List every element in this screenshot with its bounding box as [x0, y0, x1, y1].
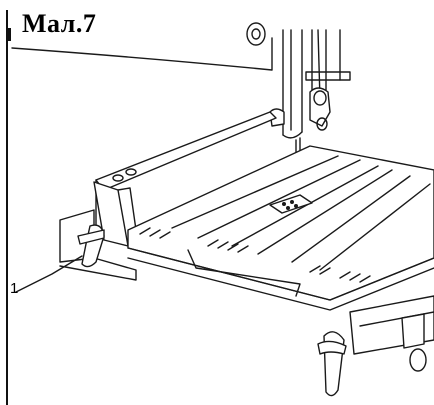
tilt-lock-handle: [317, 331, 347, 397]
blade-guide-post: [282, 29, 351, 139]
left-margin-rule: [6, 10, 8, 405]
throat-plate: [269, 194, 313, 214]
figure-title: Мал.7: [22, 9, 97, 38]
saw-table: [127, 145, 434, 311]
callout-label-1: 1: [10, 280, 19, 297]
left-margin-tick: [7, 28, 11, 41]
tension-knob: [246, 22, 266, 46]
trunnion-bracket: [349, 295, 434, 372]
callout-leader: [15, 255, 83, 293]
upper-wheel-housing: [11, 37, 273, 71]
fence-lock-handle: [77, 224, 105, 268]
guide-bearing-assembly: [269, 87, 331, 131]
